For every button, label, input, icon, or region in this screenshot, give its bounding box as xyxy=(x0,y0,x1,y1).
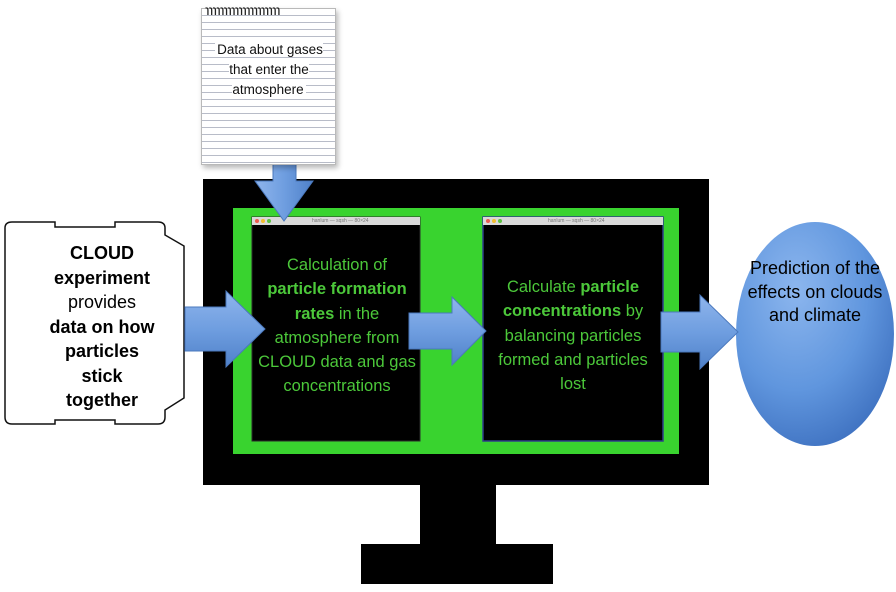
canister-line-7: together xyxy=(66,390,138,410)
terminal-window-title: hanlum — sqsh — 80×24 xyxy=(548,218,605,224)
canister-line-5: particles xyxy=(64,341,140,361)
terminal-titlebar xyxy=(483,217,663,225)
notepad-icon xyxy=(201,8,336,165)
monitor-neck xyxy=(420,485,496,545)
arrow-right-icon xyxy=(660,293,739,371)
window-zoom-icon xyxy=(267,219,271,223)
canister-label: CLOUD experiment provides data on how pa… xyxy=(22,241,182,413)
monitor-base xyxy=(361,544,553,584)
window-close-icon xyxy=(255,219,259,223)
window-close-icon xyxy=(486,219,490,223)
arrow-right-icon xyxy=(408,295,487,367)
canister-line-3: provides xyxy=(67,292,137,312)
canister-line-4: data on how xyxy=(49,316,155,337)
terminal-titlebar xyxy=(252,217,420,225)
window-zoom-icon xyxy=(498,219,502,223)
canister-line-6: stick xyxy=(81,365,123,386)
arrow-right-icon xyxy=(184,289,266,369)
notepad-label: Data about gases that enter the atmosphe… xyxy=(215,42,323,97)
prediction-ellipse xyxy=(736,222,894,446)
window-minimize-icon xyxy=(492,219,496,223)
window-minimize-icon xyxy=(261,219,265,223)
prediction-label: Prediction of the effects on clouds and … xyxy=(747,258,883,325)
terminal-window-formation-rates xyxy=(251,216,421,442)
canister-line-1: CLOUD xyxy=(70,243,134,263)
cloud-experiment-canister xyxy=(4,221,185,425)
terminal-window-concentrations xyxy=(482,216,664,442)
canister-line-2: experiment xyxy=(53,267,151,288)
formation-rates-label: Calculation of particle formation rates … xyxy=(258,256,416,396)
concentrations-label: Calculate particle concentrations by bal… xyxy=(498,278,648,394)
terminal-window-title: hanlum — sqsh — 80×24 xyxy=(312,218,369,224)
spiral-binding-icon: ℩℩℩℩℩℩℩℩℩℩℩℩℩℩℩℩℩℩℩℩ xyxy=(205,3,281,19)
